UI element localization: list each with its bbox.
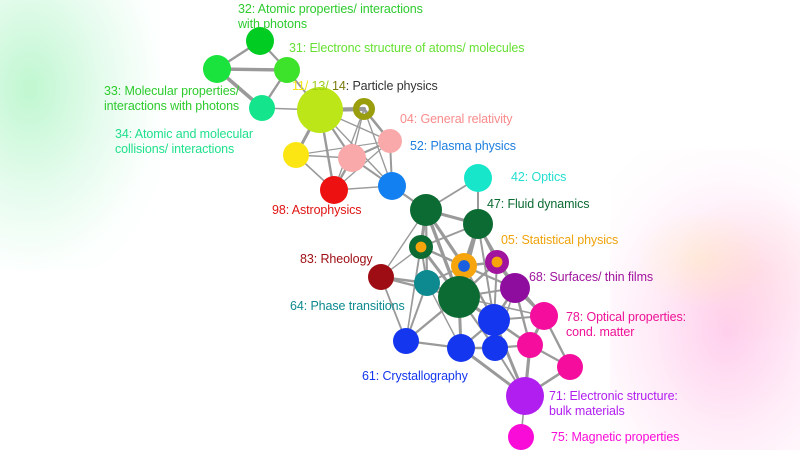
node-disc <box>249 95 275 121</box>
label-34: 34: Atomic and molecular collisions/ int… <box>115 127 253 156</box>
label-04: 04: General relativity <box>400 112 513 126</box>
node-layer <box>203 27 583 450</box>
node-disc <box>246 27 274 55</box>
node-disc <box>283 142 309 168</box>
label-05: 05: Statistical physics <box>501 233 619 247</box>
graph-node-61b[interactable] <box>447 334 475 362</box>
graph-node-04a[interactable] <box>338 144 366 172</box>
node-disc <box>557 354 583 380</box>
node-disc <box>447 334 475 362</box>
label-part: 13/ <box>311 79 332 93</box>
graph-node-42[interactable] <box>464 164 492 192</box>
node-core <box>491 256 503 268</box>
node-disc <box>378 129 402 153</box>
label-98: 98: Astrophysics <box>272 203 362 217</box>
graph-node-64[interactable] <box>414 270 440 296</box>
label-64: 64: Phase transitions <box>290 299 405 313</box>
label-71: 71: Electronic structure: bulk materials <box>549 389 678 418</box>
node-disc <box>478 304 510 336</box>
label-42: 42: Optics <box>511 170 567 184</box>
node-disc <box>338 144 366 172</box>
label-47: 47: Fluid dynamics <box>487 197 590 211</box>
node-disc <box>438 276 480 318</box>
graph-node-78a[interactable] <box>530 302 558 330</box>
label-83: 83: Rheology <box>300 252 373 266</box>
node-disc <box>508 424 534 450</box>
graph-node-14r[interactable] <box>352 98 375 121</box>
label-11: 11/ 13/ 14: Particle physics <box>292 79 438 94</box>
graph-node-98[interactable] <box>320 176 348 204</box>
node-core <box>415 241 427 253</box>
node-disc <box>414 270 440 296</box>
label-part: : Particle physics <box>345 79 438 93</box>
label-31: 31: Electronc structure of atoms/ molecu… <box>289 41 525 55</box>
node-disc <box>517 332 543 358</box>
node-disc <box>378 172 406 200</box>
label-61: 61: Crystallography <box>362 369 468 383</box>
graph-node-68[interactable] <box>500 273 530 303</box>
graph-node-32[interactable] <box>246 27 274 55</box>
graph-node-64b[interactable] <box>438 276 480 318</box>
label-33: 33: Molecular properties/ interactions w… <box>104 84 240 113</box>
node-disc <box>297 87 343 133</box>
graph-node-33[interactable] <box>203 55 231 83</box>
node-core <box>458 260 470 272</box>
graph-node-05c[interactable] <box>485 250 509 274</box>
graph-node-61a[interactable] <box>393 328 419 354</box>
graph-node-11[interactable] <box>297 87 343 133</box>
graph-node-71b[interactable] <box>506 377 544 415</box>
node-disc <box>482 335 508 361</box>
graph-edge <box>405 246 422 342</box>
graph-node-71a[interactable] <box>478 304 510 336</box>
node-disc <box>530 302 558 330</box>
node-disc <box>320 176 348 204</box>
node-disc <box>393 328 419 354</box>
node-disc <box>500 273 530 303</box>
label-part: 11/ <box>292 79 312 93</box>
graph-node-78c[interactable] <box>557 354 583 380</box>
graph-node-47b[interactable] <box>463 209 493 239</box>
label-part: 14 <box>331 79 346 93</box>
node-disc <box>274 57 300 83</box>
graph-node-52[interactable] <box>378 172 406 200</box>
node-disc <box>506 377 544 415</box>
graph-node-78b[interactable] <box>517 332 543 358</box>
node-ring <box>352 98 375 121</box>
graph-node-61c[interactable] <box>482 335 508 361</box>
node-disc <box>464 164 492 192</box>
node-disc <box>203 55 231 83</box>
label-52: 52: Plasma physics <box>410 139 516 153</box>
graph-node-83[interactable] <box>368 264 394 290</box>
label-78: 78: Optical properties: cond. matter <box>566 310 686 339</box>
graph-node-34[interactable] <box>249 95 275 121</box>
label-75: 75: Magnetic properties <box>551 430 680 444</box>
label-68: 68: Surfaces/ thin films <box>529 270 654 284</box>
graph-node-05b[interactable] <box>451 253 477 279</box>
graph-node-47a[interactable] <box>410 194 442 226</box>
node-disc <box>368 264 394 290</box>
node-disc <box>463 209 493 239</box>
label-32: 32: Atomic properties/ interactions with… <box>238 2 423 31</box>
node-disc <box>410 194 442 226</box>
graph-node-05a[interactable] <box>409 235 433 259</box>
graph-node-04b[interactable] <box>378 129 402 153</box>
graph-node-31[interactable] <box>274 57 300 83</box>
graph-node-34y[interactable] <box>283 142 309 168</box>
graph-node-75[interactable] <box>508 424 534 450</box>
